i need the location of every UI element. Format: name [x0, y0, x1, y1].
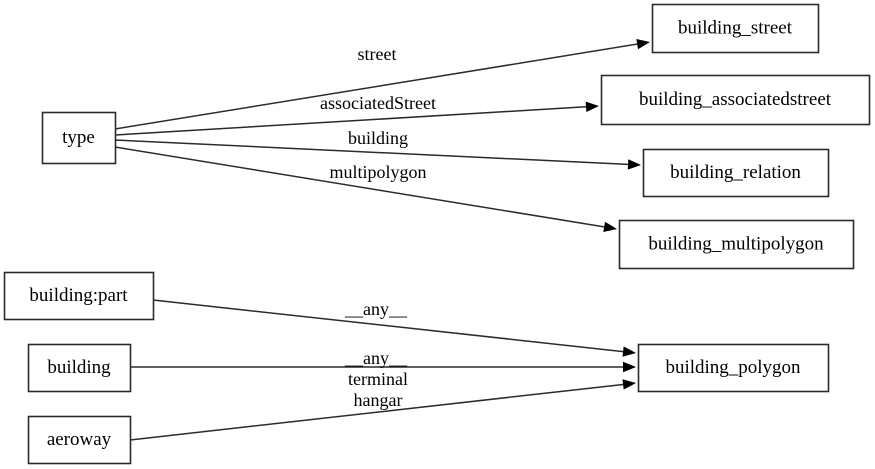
- edge-line: [114, 106, 587, 136]
- edge-building-any: [130, 361, 636, 373]
- node-building_relation[interactable]: building_relation: [642, 148, 830, 198]
- edge-type-street: [114, 38, 650, 130]
- node-label: building_street: [678, 17, 793, 38]
- edge-label: building: [348, 128, 408, 148]
- edge-label: __any__: [344, 299, 408, 319]
- node-building[interactable]: building: [27, 343, 132, 393]
- edge-line: [114, 139, 629, 166]
- arrowhead-icon: [623, 361, 636, 373]
- arrowhead-icon: [622, 379, 636, 390]
- node-label: type: [62, 127, 95, 148]
- node-box[interactable]: [618, 219, 855, 270]
- edge-type-building: [114, 139, 641, 170]
- node-building_part[interactable]: building:part: [3, 271, 155, 321]
- node-label: building: [47, 357, 111, 378]
- edge-label: hangar: [354, 390, 403, 410]
- node-building_associatedstreet[interactable]: building_associatedstreet: [600, 74, 871, 126]
- node-label: building_associatedstreet: [639, 89, 832, 110]
- edge-label: multipolygon: [329, 162, 426, 182]
- arrowhead-icon: [636, 38, 650, 50]
- edge-label: associatedStreet: [320, 93, 436, 113]
- edges-layer: [114, 38, 650, 441]
- arrowhead-icon: [622, 346, 636, 357]
- node-building_multipolygon[interactable]: building_multipolygon: [618, 219, 855, 270]
- edge-type-associatedstreet: [114, 101, 599, 136]
- edge-line: [114, 43, 638, 130]
- edge-label: street: [358, 44, 397, 64]
- edge-labels-layer: street associatedStreet building multipolyg…: [320, 44, 436, 410]
- arrowhead-icon: [627, 159, 641, 170]
- edge-line: [152, 299, 624, 353]
- node-type[interactable]: type: [41, 111, 117, 165]
- node-building_polygon[interactable]: building_polygon: [637, 343, 830, 393]
- node-box[interactable]: [637, 343, 830, 393]
- node-label: building_polygon: [665, 357, 801, 378]
- node-box[interactable]: [642, 148, 830, 198]
- edge-aeroway-terminal-hangar: [129, 379, 636, 441]
- arrowhead-icon: [603, 221, 617, 233]
- edge-label: __any__: [344, 348, 408, 368]
- node-aeroway[interactable]: aeroway: [27, 415, 132, 465]
- node-box[interactable]: [600, 74, 871, 126]
- node-box[interactable]: [27, 343, 132, 393]
- node-box[interactable]: [651, 3, 820, 54]
- edge-buildingpart-any: [152, 299, 636, 357]
- arrowhead-icon: [585, 101, 599, 112]
- node-label: building_relation: [670, 162, 801, 183]
- edge-line: [129, 383, 624, 441]
- node-box[interactable]: [41, 111, 117, 165]
- node-box[interactable]: [27, 415, 132, 465]
- nodes-layer: type building_street building_associatedst…: [3, 3, 871, 465]
- node-label: aeroway: [47, 429, 112, 450]
- edge-label: terminal: [348, 369, 408, 389]
- edge-type-multipolygon: [114, 146, 617, 233]
- node-label: building_multipolygon: [648, 233, 824, 254]
- node-label: building:part: [29, 285, 128, 306]
- edge-line: [114, 146, 605, 228]
- node-box[interactable]: [3, 271, 155, 321]
- node-building_street[interactable]: building_street: [651, 3, 820, 54]
